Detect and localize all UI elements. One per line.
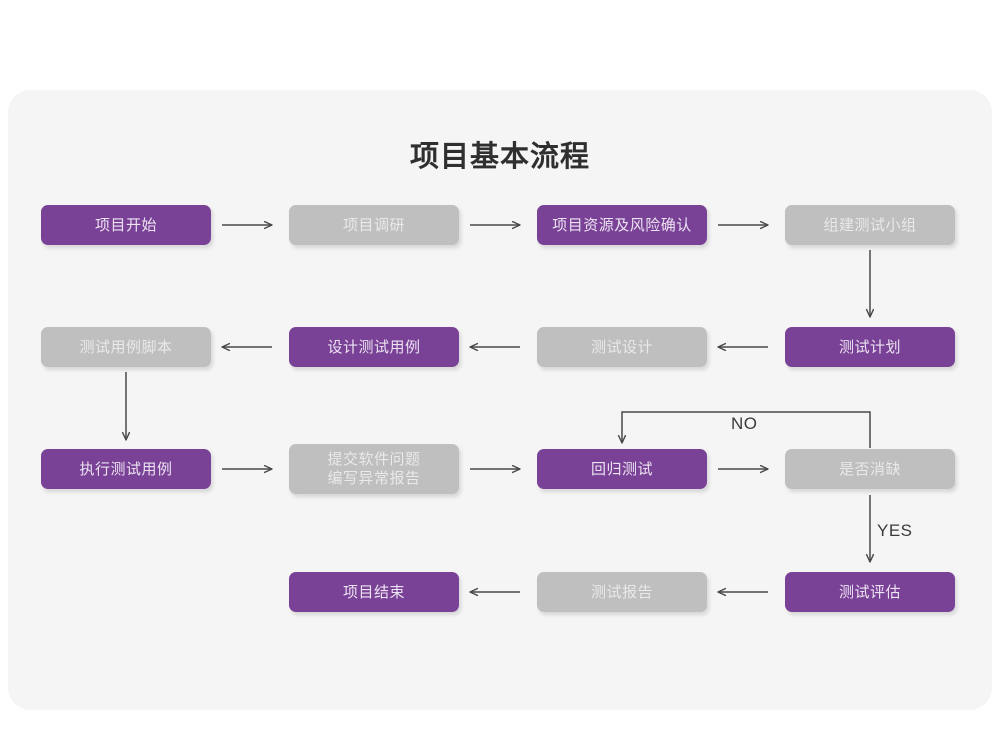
node-label: 是否消缺 <box>838 460 901 478</box>
node-test-plan[interactable]: 测试计划 <box>785 327 955 367</box>
node-regression-test[interactable]: 回归测试 <box>537 449 707 489</box>
node-label: 测试评估 <box>838 583 901 601</box>
edge-label-yes: YES <box>877 521 913 540</box>
node-execute-test-cases[interactable]: 执行测试用例 <box>41 449 211 489</box>
node-label: 测试设计 <box>590 338 653 356</box>
node-label: 回归测试 <box>590 460 653 478</box>
node-form-test-team[interactable]: 组建测试小组 <box>785 205 955 245</box>
node-submit-defects-report[interactable]: 提交软件问题 编写异常报告 <box>289 444 459 494</box>
node-label: 测试计划 <box>838 338 901 356</box>
page-title: 项目基本流程 <box>409 141 590 173</box>
node-test-report[interactable]: 测试报告 <box>537 572 707 612</box>
node-resource-risk-confirm[interactable]: 项目资源及风险确认 <box>537 205 707 245</box>
edge-label-no: NO <box>731 414 758 433</box>
node-label: 项目开始 <box>94 216 157 234</box>
node-label: 测试报告 <box>590 583 653 601</box>
node-label: 执行测试用例 <box>79 460 173 478</box>
diagram-canvas <box>8 90 992 710</box>
node-test-case-script[interactable]: 测试用例脚本 <box>41 327 211 367</box>
node-project-start[interactable]: 项目开始 <box>41 205 211 245</box>
node-test-design[interactable]: 测试设计 <box>537 327 707 367</box>
node-project-research[interactable]: 项目调研 <box>289 205 459 245</box>
node-defects-cleared-decision[interactable]: 是否消缺 <box>785 449 955 489</box>
node-project-end[interactable]: 项目结束 <box>289 572 459 612</box>
node-label: 项目调研 <box>342 216 405 234</box>
node-test-evaluation[interactable]: 测试评估 <box>785 572 955 612</box>
node-label: 组建测试小组 <box>823 216 917 234</box>
node-design-test-cases[interactable]: 设计测试用例 <box>289 327 459 367</box>
node-label: 设计测试用例 <box>327 338 421 356</box>
node-label: 提交软件问题 编写异常报告 <box>327 451 421 487</box>
node-label: 测试用例脚本 <box>79 338 173 356</box>
node-label: 项目结束 <box>342 583 405 601</box>
node-label: 项目资源及风险确认 <box>552 216 692 234</box>
